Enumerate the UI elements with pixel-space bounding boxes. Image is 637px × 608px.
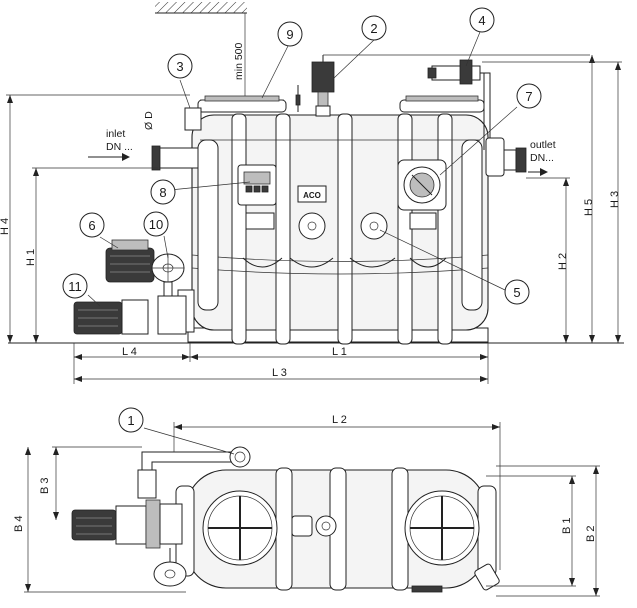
top-pipe-loop — [137, 446, 251, 499]
top-valve — [427, 59, 491, 150]
callout-6: 6 — [79, 212, 105, 238]
control-box — [237, 164, 277, 206]
dim-l2-label: L 2 — [332, 414, 347, 426]
top-valve-wheel — [153, 548, 187, 587]
callout-2: 2 — [361, 15, 387, 41]
callout-5: 5 — [504, 279, 530, 305]
dim-l3-label: L 3 — [272, 367, 287, 379]
callout-3: 3 — [167, 53, 193, 79]
dim-h3: H 3 — [482, 61, 622, 343]
dim-h3-label: H 3 — [609, 191, 621, 208]
top-manhole-right — [404, 490, 480, 566]
ceiling-hatch — [155, 2, 247, 96]
callout-9: 9 — [277, 21, 303, 47]
svg-text:8: 8 — [159, 185, 166, 200]
svg-text:10: 10 — [149, 217, 163, 232]
callout-11: 11 — [62, 273, 88, 299]
inlet-pipe — [88, 145, 199, 171]
outlet-dn-label: DN... — [530, 152, 554, 164]
dim-l2: L 2 — [173, 414, 501, 570]
dim-l1: L 1 — [189, 343, 489, 384]
pump-motor-6 — [105, 239, 155, 283]
callout-7: 7 — [516, 83, 542, 109]
svg-text:2: 2 — [370, 21, 377, 36]
hand-hole-lid — [397, 159, 447, 211]
tank-body: ACO — [177, 113, 489, 345]
side-view: ACO — [0, 2, 624, 384]
top-pump-group — [71, 499, 183, 549]
brand-logo: ACO — [303, 191, 321, 200]
dim-h4: H 4 — [0, 94, 190, 343]
svg-text:6: 6 — [88, 218, 95, 233]
svg-text:5: 5 — [513, 285, 520, 300]
dim-l1-label: L 1 — [332, 346, 347, 358]
top-manhole-left — [202, 490, 278, 566]
manhole-left — [197, 95, 287, 113]
manhole-right — [399, 95, 485, 113]
dim-b4-label: B 4 — [13, 515, 25, 532]
dim-h5-label: H 5 — [583, 199, 595, 216]
svg-text:1: 1 — [127, 413, 134, 428]
valve-wheel-10 — [151, 253, 187, 335]
outlet-label: outlet — [530, 139, 556, 151]
dim-b2-label: B 2 — [585, 525, 597, 542]
dim-b2: B 2 — [496, 465, 600, 597]
inlet-dn-label: DN ... — [106, 141, 133, 153]
dim-h2: H 2 — [526, 177, 570, 343]
dim-l4: L 4 — [73, 343, 190, 384]
dim-h1-label: H 1 — [25, 249, 37, 266]
dim-l3: L 3 — [74, 367, 488, 382]
dim-h4-label: H 4 — [0, 218, 11, 235]
dim-h2-label: H 2 — [557, 253, 569, 270]
inlet-label: inlet — [106, 128, 125, 140]
pump-motor-11 — [73, 299, 149, 335]
svg-text:9: 9 — [286, 27, 293, 42]
vent-pipe — [184, 107, 202, 131]
dim-b4: B 4 — [13, 447, 186, 593]
dim-l4-label: L 4 — [122, 346, 137, 358]
dim-h5: H 5 — [583, 55, 595, 343]
min-clearance-label: min 500 — [233, 42, 245, 80]
svg-text:11: 11 — [68, 279, 82, 294]
top-pump — [295, 54, 590, 117]
dim-b3-label: B 3 — [39, 477, 51, 494]
svg-text:7: 7 — [525, 89, 532, 104]
dim-b1-label: B 1 — [561, 517, 573, 534]
callout-1: 1 — [118, 407, 144, 433]
callout-4: 4 — [469, 7, 495, 33]
outlet-pipe — [485, 137, 548, 177]
callout-10: 10 — [143, 211, 169, 237]
diameter-label: Ø D — [143, 111, 155, 130]
dim-b1: B 1 — [486, 475, 576, 587]
dim-h1: H 1 — [25, 167, 158, 343]
svg-text:4: 4 — [478, 13, 485, 28]
top-view: L 2 B 3 B 4 B 1 — [13, 414, 600, 597]
svg-text:3: 3 — [176, 59, 183, 74]
dim-b3: B 3 — [39, 446, 142, 520]
callouts: 1 2 3 4 5 6 7 8 — [62, 7, 542, 455]
callout-8: 8 — [150, 179, 176, 205]
